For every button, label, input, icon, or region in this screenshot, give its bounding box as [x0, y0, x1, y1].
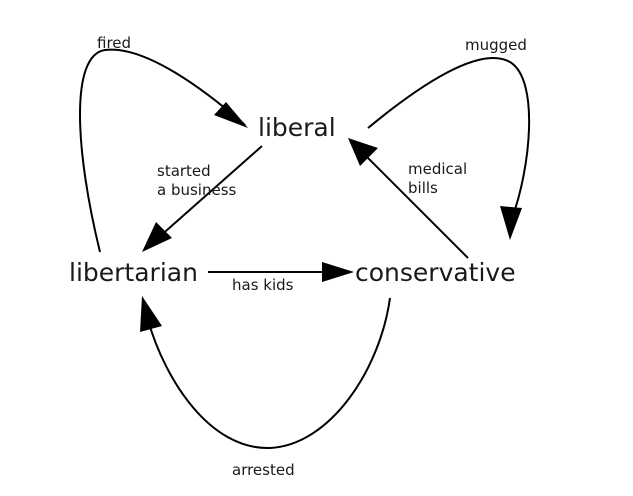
arrowhead-fired: [214, 102, 248, 128]
arrow-mugged: [367, 57, 531, 219]
arrow-started-a-business: [157, 145, 263, 239]
node-libertarian: libertarian: [69, 258, 198, 287]
arrowhead-has-kids: [322, 262, 354, 282]
edge-label-medical-bills: medical bills: [408, 160, 468, 197]
arrowhead-started-a-business: [142, 222, 172, 252]
arrowhead-medical-bills: [348, 138, 378, 166]
arrow-arrested: [147, 297, 391, 450]
arrowhead-arrested: [140, 296, 162, 332]
node-conservative: conservative: [355, 258, 516, 287]
edge-label-arrested: arrested: [232, 461, 295, 479]
edge-label-has-kids: has kids: [232, 276, 294, 294]
edge-label-fired: fired: [97, 34, 132, 52]
arrow-medical-bills: [361, 151, 469, 259]
edge-label-started-a-business: started a business: [157, 162, 237, 199]
edge-label-mugged: mugged: [465, 36, 527, 54]
node-liberal: liberal: [258, 113, 336, 142]
arrowhead-mugged: [500, 206, 522, 240]
arrow-fired: [79, 48, 246, 253]
